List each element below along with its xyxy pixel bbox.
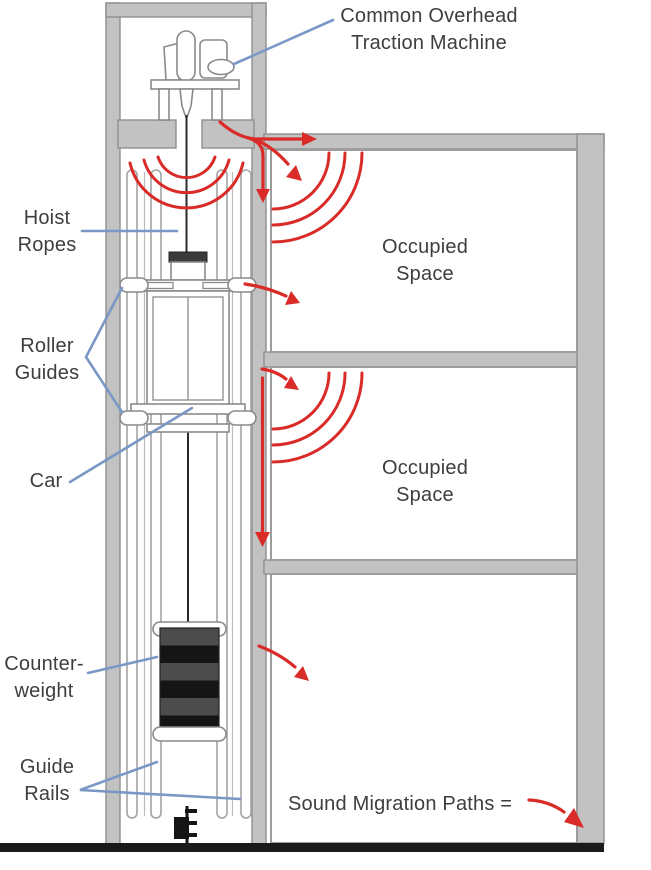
occupied-space-2-label: Occupied Space xyxy=(381,457,469,506)
hoistway-walls xyxy=(105,2,605,846)
shaft-sound-wave xyxy=(128,161,245,210)
machine-bedplate xyxy=(150,79,240,90)
room1-sound-wave xyxy=(271,151,347,227)
arrowhead-room3 xyxy=(294,666,309,681)
car-safety-plank xyxy=(146,423,230,433)
building-top-slab xyxy=(263,133,605,150)
roller-guide-bottom-left xyxy=(119,410,149,426)
counterweight-plate xyxy=(160,698,219,716)
machine-sound-path-diagonal xyxy=(252,137,290,166)
label-traction-machine: Common Overhead Traction Machine xyxy=(340,5,518,54)
ground-line xyxy=(0,843,604,852)
arrowhead-wall-down xyxy=(255,532,270,547)
counterweight-bottom-bracket xyxy=(152,726,227,742)
leader-guide-rails xyxy=(79,760,242,801)
machine-room-roof xyxy=(105,2,267,18)
occupied-space-1-label: Occupied Space xyxy=(381,236,469,285)
room2-sound-path xyxy=(260,367,288,381)
guide-rail-1 xyxy=(126,169,138,819)
leader-roller-guides xyxy=(84,286,124,414)
sound-migration-paths xyxy=(128,120,584,828)
machine-leg-left xyxy=(158,88,170,121)
arrowhead-diagonal xyxy=(286,165,302,181)
room2-sound-wave xyxy=(271,371,331,431)
label-hoist-ropes: Hoist Ropes xyxy=(17,207,77,256)
occupied-rooms xyxy=(270,149,578,844)
machine-room-floor-left xyxy=(117,119,177,149)
counterweight xyxy=(152,621,227,742)
legend-label: Sound Migration Paths = xyxy=(288,793,513,815)
label-guide-rails: Guide Rails xyxy=(19,756,75,805)
counterweight-plate xyxy=(160,680,219,698)
counterweight-plate xyxy=(160,628,219,646)
shaft-sound-wave xyxy=(142,158,231,195)
machine-leg-right xyxy=(211,88,223,121)
buffer-block xyxy=(174,817,189,839)
room1-sound-wave xyxy=(271,151,364,244)
arrowhead-right xyxy=(302,132,317,146)
arrowhead-room2 xyxy=(284,376,299,390)
car-crosshead xyxy=(170,261,206,281)
machine-room-floor-right xyxy=(201,119,255,149)
traction-machine xyxy=(150,30,240,122)
car-rope-hitch-plate xyxy=(168,251,208,263)
roller-guide-top-left xyxy=(119,277,149,293)
shaft-sound-wave xyxy=(156,155,217,180)
leader-traction-machine xyxy=(232,18,335,66)
room-1 xyxy=(270,149,578,353)
floor-slab-1 xyxy=(263,351,579,368)
pit-buffer xyxy=(174,806,197,845)
label-car: Car xyxy=(29,470,63,492)
arrowhead-car xyxy=(285,291,300,305)
car-sound-path xyxy=(243,282,288,298)
guide-rail-4 xyxy=(240,169,252,819)
elevator-car xyxy=(119,251,257,433)
room-3 xyxy=(270,573,578,844)
leader-counterweight xyxy=(86,655,159,675)
counterweight-plate xyxy=(160,663,219,681)
leader-car xyxy=(68,406,194,484)
legend-arrowhead xyxy=(564,808,584,828)
counterweight-plate xyxy=(160,645,219,663)
machine-sound-path-down xyxy=(246,136,265,191)
room2-sound-wave xyxy=(271,371,364,464)
label-roller-guides: Roller Guides xyxy=(14,335,80,384)
legend-arrow-curve xyxy=(527,798,566,814)
floor-slab-2 xyxy=(263,559,579,575)
label-counterweight: Counter- weight xyxy=(4,653,84,702)
room2-sound-wave xyxy=(271,371,347,447)
room1-sound-wave xyxy=(271,151,331,211)
building-right-wall xyxy=(576,133,605,844)
arrowhead-down xyxy=(256,189,270,203)
counterweight-sound-path xyxy=(257,644,297,669)
machine-sheave xyxy=(176,30,196,82)
leader-lines xyxy=(68,18,335,801)
machine-brake-drum xyxy=(207,58,235,76)
rope-hitch xyxy=(179,88,194,122)
roller-guide-bottom-right xyxy=(227,410,257,426)
